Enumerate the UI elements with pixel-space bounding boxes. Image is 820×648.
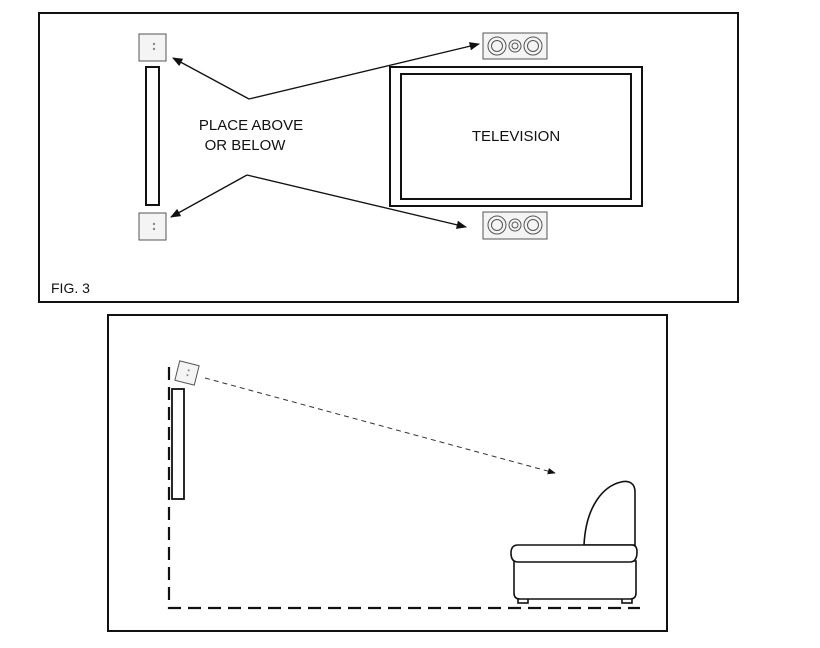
television: TELEVISION (389, 66, 643, 207)
small-speaker-bottom (138, 212, 167, 241)
arrow-to-small-speaker-top (172, 57, 250, 100)
figure-3-frame (38, 12, 739, 303)
center-speaker-bottom (482, 211, 548, 240)
figure-3-top-view: PLACE ABOVE OR BELOW (38, 12, 739, 303)
center-speaker-top (482, 32, 548, 60)
arrow-to-small-speaker-bottom (170, 174, 248, 218)
placement-label-line-1: PLACE ABOVE (199, 117, 303, 134)
figure-side-view (107, 314, 668, 632)
sound-path-arrow (204, 377, 556, 475)
soundbar (145, 66, 160, 206)
sofa (510, 480, 638, 604)
room-outline (167, 367, 640, 610)
figure-caption: FIG. 3 (51, 280, 90, 296)
side-view-frame (107, 314, 668, 632)
television-label: TELEVISION (472, 128, 560, 145)
small-speaker-top (138, 33, 167, 62)
arrow-to-center-speaker-top (248, 42, 481, 100)
soundbar-side (171, 388, 185, 500)
placement-label-line-2: OR BELOW (205, 137, 287, 154)
arrow-to-center-speaker-bottom (246, 174, 468, 229)
tilted-speaker (174, 360, 200, 386)
